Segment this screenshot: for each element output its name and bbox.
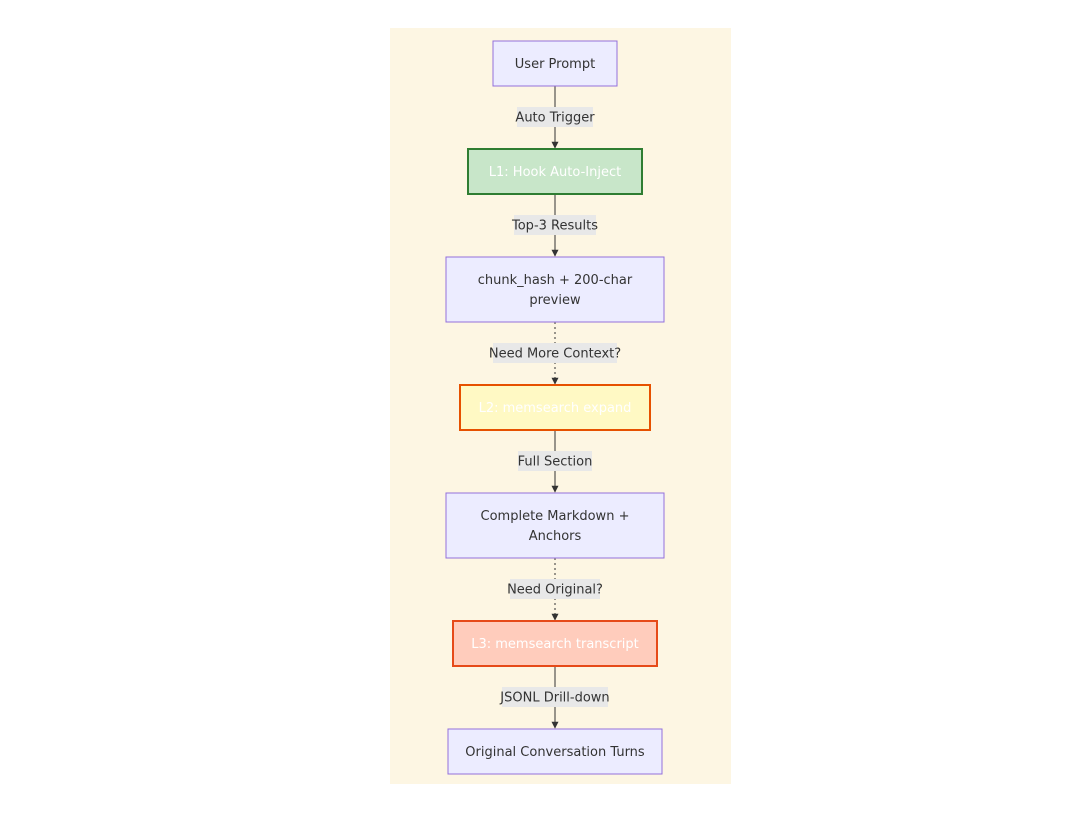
edge-label: Need More Context? [489, 347, 621, 362]
node-label: Original Conversation Turns [465, 745, 645, 760]
node-box [467, 148, 643, 195]
edge-label-background [517, 107, 593, 127]
node-label: L2: memsearch expand [479, 401, 632, 416]
node-user-prompt: User Prompt [492, 40, 618, 87]
node-chunk-preview: chunk_hash + 200-char preview [445, 256, 665, 323]
edge-user_prompt-to-l1_hook: Auto Trigger [515, 86, 595, 149]
edge-chunk_preview-to-l2_expand: Need More Context? [489, 322, 621, 385]
edge-l2_expand-to-complete_markdown: Full Section [518, 430, 593, 493]
node-label: User Prompt [515, 57, 595, 72]
node-label: L3: memsearch transcript [471, 637, 639, 652]
edge-label-background [510, 579, 600, 599]
node-box [445, 256, 665, 323]
node-l3-transcript: L3: memsearch transcript [452, 620, 658, 667]
edge-label: Full Section [518, 455, 593, 470]
edge-l1_hook-to-chunk_preview: Top-3 Results [511, 194, 598, 257]
edge-label-background [502, 687, 608, 707]
node-label: chunk_hash + 200-char [478, 273, 633, 288]
edge-label-background [514, 215, 596, 235]
edge-label: Top-3 Results [511, 219, 598, 234]
node-box [445, 492, 665, 559]
node-original-turns: Original Conversation Turns [447, 728, 663, 775]
node-label: preview [529, 293, 581, 308]
node-box [459, 384, 651, 431]
node-l2-expand: L2: memsearch expand [459, 384, 651, 431]
node-complete-markdown: Complete Markdown + Anchors [445, 492, 665, 559]
node-label: Anchors [529, 529, 582, 544]
node-box [492, 40, 618, 87]
edge-l3_transcript-to-original_turns: JSONL Drill-down [499, 666, 610, 729]
edge-label-background [518, 451, 592, 471]
edge-label: JSONL Drill-down [499, 691, 609, 706]
edge-label: Auto Trigger [515, 111, 595, 126]
edge-label-background [493, 343, 617, 363]
node-box [452, 620, 658, 667]
node-label: Complete Markdown + [481, 509, 630, 524]
node-l1-hook: L1: Hook Auto-Inject [467, 148, 643, 195]
edge-complete_markdown-to-l3_transcript: Need Original? [507, 558, 603, 621]
node-label: L1: Hook Auto-Inject [489, 165, 621, 180]
edge-label: Need Original? [507, 583, 603, 598]
node-box [447, 728, 663, 775]
